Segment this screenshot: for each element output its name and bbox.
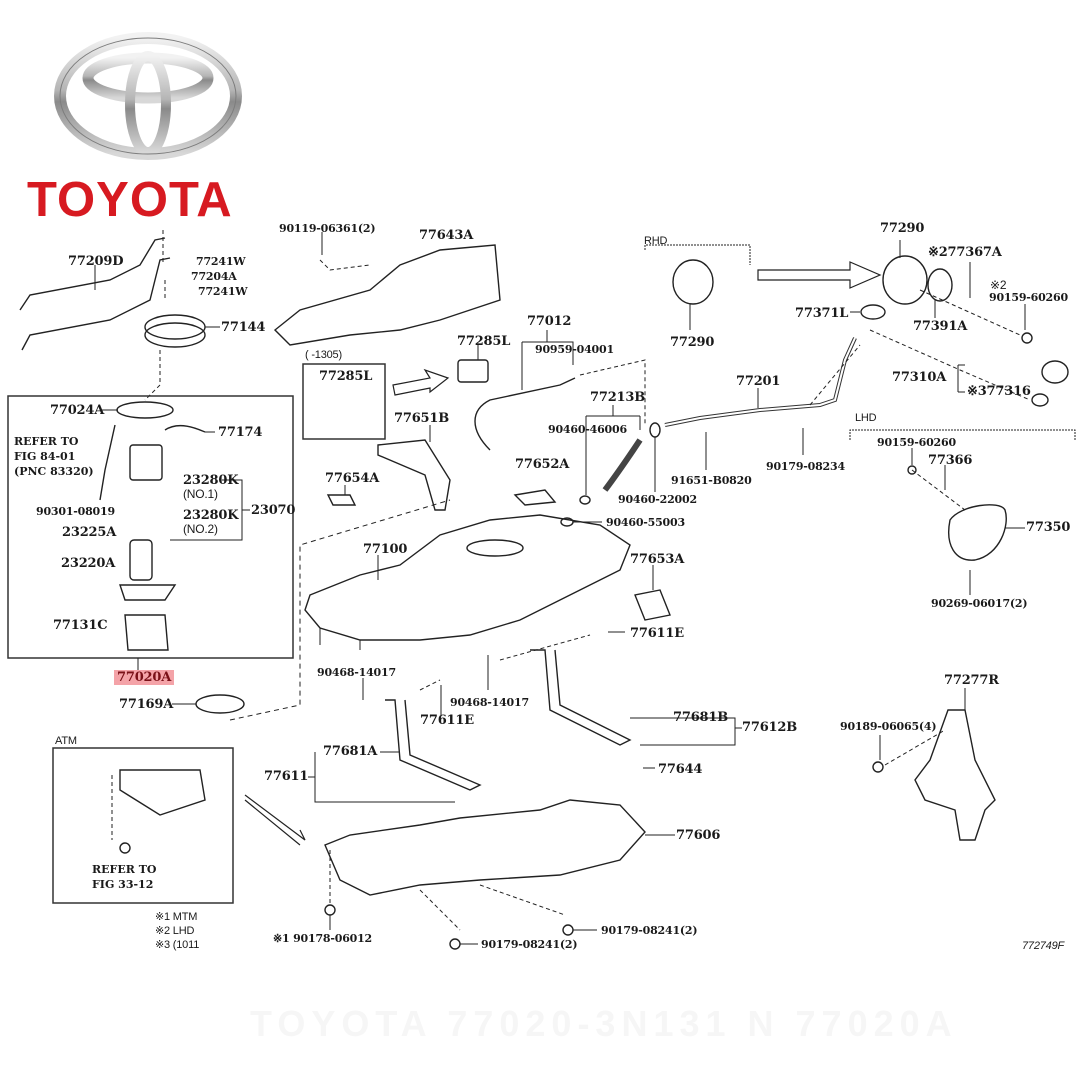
part-label[interactable]: 77611 [264, 769, 309, 784]
part-label[interactable]: 90119-06361(2) [279, 222, 376, 235]
bracket-inset-caption: ( -1305) [305, 349, 342, 361]
part-label-note: (NO.1) [183, 487, 218, 501]
fuel-tank [304, 514, 631, 641]
part-label[interactable]: 77213B [590, 390, 646, 405]
part-label[interactable]: 77350 [1026, 520, 1071, 535]
part-label[interactable]: 77012 [527, 314, 572, 329]
part-label[interactable]: 90189-06065(4) [840, 720, 937, 733]
part-label[interactable]: 77241W [198, 285, 248, 298]
fuel-lid [948, 504, 1007, 561]
part-label[interactable]: 77643A [419, 228, 474, 243]
part-label[interactable]: 90159-60260 [877, 436, 956, 449]
part-label[interactable]: 90460-55003 [606, 516, 685, 529]
part-label[interactable]: 77285L [319, 369, 373, 384]
part-label[interactable]: 77644 [658, 762, 703, 777]
part-label[interactable]: 77391A [913, 319, 968, 334]
part-label[interactable]: 77653A [630, 552, 685, 567]
part-label[interactable]: 77681A [323, 744, 378, 759]
rhd-arrow [757, 261, 882, 289]
part-label[interactable]: 90269-06017(2) [931, 597, 1028, 610]
part-label[interactable]: 90468-14017 [317, 666, 396, 679]
part-label[interactable]: 91651-B0820 [671, 474, 752, 487]
figure-code: 772749F [1022, 940, 1065, 952]
filler-neck-bracket [914, 709, 996, 841]
pump-assembly-box [7, 395, 294, 659]
part-label[interactable]: 77290 [880, 221, 925, 236]
part-label[interactable]: 77131C [53, 618, 108, 633]
part-label-note: (NO.2) [183, 522, 218, 536]
part-label[interactable]: 77606 [676, 828, 721, 843]
part-label[interactable]: 23280K [183, 508, 239, 523]
part-label[interactable]: 23280K [183, 473, 239, 488]
part-label[interactable]: 77611E [630, 626, 684, 641]
part-label[interactable]: 90159-60260 [989, 291, 1068, 304]
part-label[interactable]: 77652A [515, 457, 570, 472]
rhd-section-title: RHD [644, 235, 668, 247]
part-label[interactable]: ※377316 [967, 384, 1031, 399]
part-label[interactable]: 77174 [218, 425, 263, 440]
part-label[interactable]: 90468-14017 [450, 696, 529, 709]
part-label[interactable]: 77144 [221, 320, 266, 335]
part-label[interactable]: 77310A [892, 370, 947, 385]
tank-strap [385, 699, 482, 791]
part-label-note: ※2 [990, 278, 1007, 292]
part-label[interactable]: 90460-46006 [548, 423, 627, 436]
part-label[interactable]: 77612B [742, 720, 798, 735]
footnotes: ※1 MTM ※2 LHD ※3 (1011 [155, 911, 200, 951]
lhd-section-title: LHD [855, 412, 877, 424]
fuel-line-tube [19, 237, 166, 311]
tank-strap-pad [377, 439, 451, 511]
atm-inset-box [52, 747, 234, 904]
part-label[interactable]: 90179-08241(2) [601, 924, 698, 937]
part-label[interactable]: 23070 [251, 503, 296, 518]
part-label-highlighted[interactable]: 77020A [114, 670, 175, 685]
part-label[interactable]: 77241W [196, 255, 246, 268]
part-label[interactable]: 77277R [944, 673, 999, 688]
part-label[interactable]: 23225A [62, 525, 117, 540]
part-label[interactable]: ※1 90178-06012 [273, 932, 373, 945]
atm-arrow [244, 794, 306, 846]
part-label[interactable]: 90460-22002 [618, 493, 697, 506]
part-label[interactable]: 77169A [119, 697, 174, 712]
protector-bracket [273, 244, 501, 346]
watermark-text: TOYOTA 77020-3N131 N 77020A [250, 1003, 958, 1044]
refer-to-fig-84-note: REFER TO FIG 84-01 (PNC 83320) [14, 435, 94, 478]
brand-wordmark: TOYOTA [27, 173, 233, 227]
part-label[interactable]: 77290 [670, 335, 715, 350]
part-label[interactable]: 90179-08234 [766, 460, 845, 473]
atm-inset-title: ATM [55, 735, 77, 747]
part-label[interactable]: 90179-08241(2) [481, 938, 578, 951]
part-label[interactable]: 77681B [673, 710, 729, 725]
part-label[interactable]: 77366 [928, 453, 973, 468]
part-label[interactable]: 77654A [325, 471, 380, 486]
refer-to-fig-33-note: REFER TO FIG 33-12 [92, 863, 157, 891]
part-label[interactable]: 77611E [420, 713, 474, 728]
part-label[interactable]: 77024A [50, 403, 105, 418]
part-label[interactable]: 77100 [363, 542, 408, 557]
part-label[interactable]: 90959-04001 [535, 343, 614, 356]
part-label[interactable]: 77285L [457, 334, 511, 349]
part-label[interactable]: 23220A [61, 556, 116, 571]
part-label[interactable]: 77651B [394, 411, 450, 426]
part-label[interactable]: 77209D [68, 254, 124, 269]
part-label[interactable]: 90301-08019 [36, 505, 115, 518]
fuel-tank-under-cover [324, 799, 646, 896]
part-label[interactable]: 77201 [736, 374, 781, 389]
part-label[interactable]: 77371L [795, 306, 849, 321]
gasket-ring [195, 694, 245, 714]
part-label[interactable]: 77204A [191, 270, 237, 283]
part-label[interactable]: ※277367A [928, 245, 1002, 260]
